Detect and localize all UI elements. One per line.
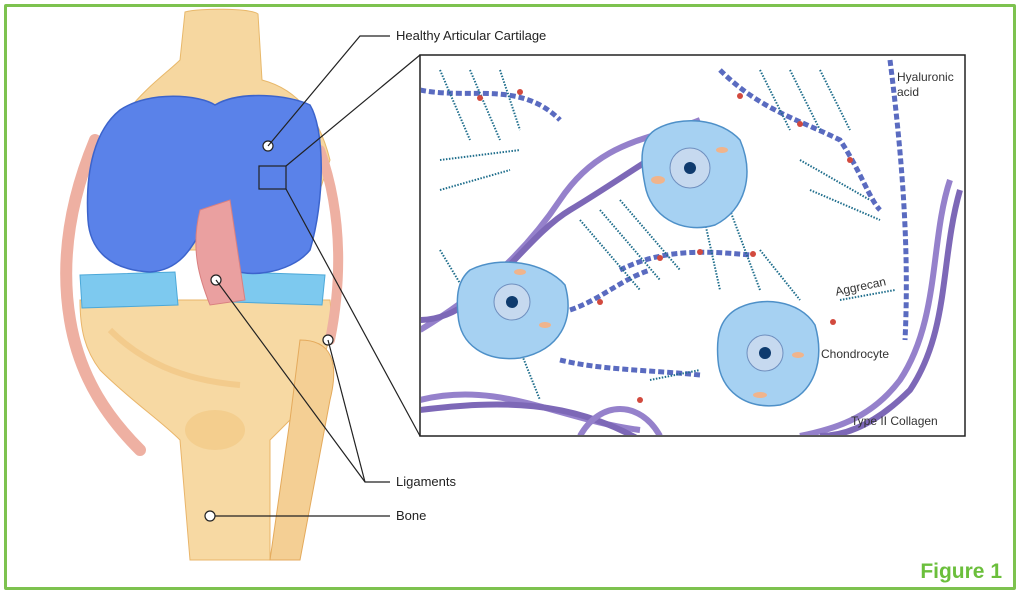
figure-caption: Figure 1 xyxy=(920,560,1002,584)
chondrocyte-3 xyxy=(718,302,819,406)
cartilage-label: Healthy Articular Cartilage xyxy=(396,28,546,43)
bone-label: Bone xyxy=(396,508,426,523)
ligaments-label: Ligaments xyxy=(396,474,456,489)
collagen-label: Type II Collagen xyxy=(851,414,938,428)
chondrocyte-1 xyxy=(642,121,747,228)
chondrocyte-label: Chondrocyte xyxy=(821,347,889,361)
knee-illustration xyxy=(66,9,338,560)
chondrocyte-2 xyxy=(457,262,568,359)
hyaluronic-label-2: acid xyxy=(897,85,919,99)
meniscus-right xyxy=(232,272,325,305)
meniscus-left xyxy=(80,272,178,308)
zoom-panel xyxy=(420,55,965,440)
hyaluronic-label: Hyaluronic xyxy=(897,70,954,84)
